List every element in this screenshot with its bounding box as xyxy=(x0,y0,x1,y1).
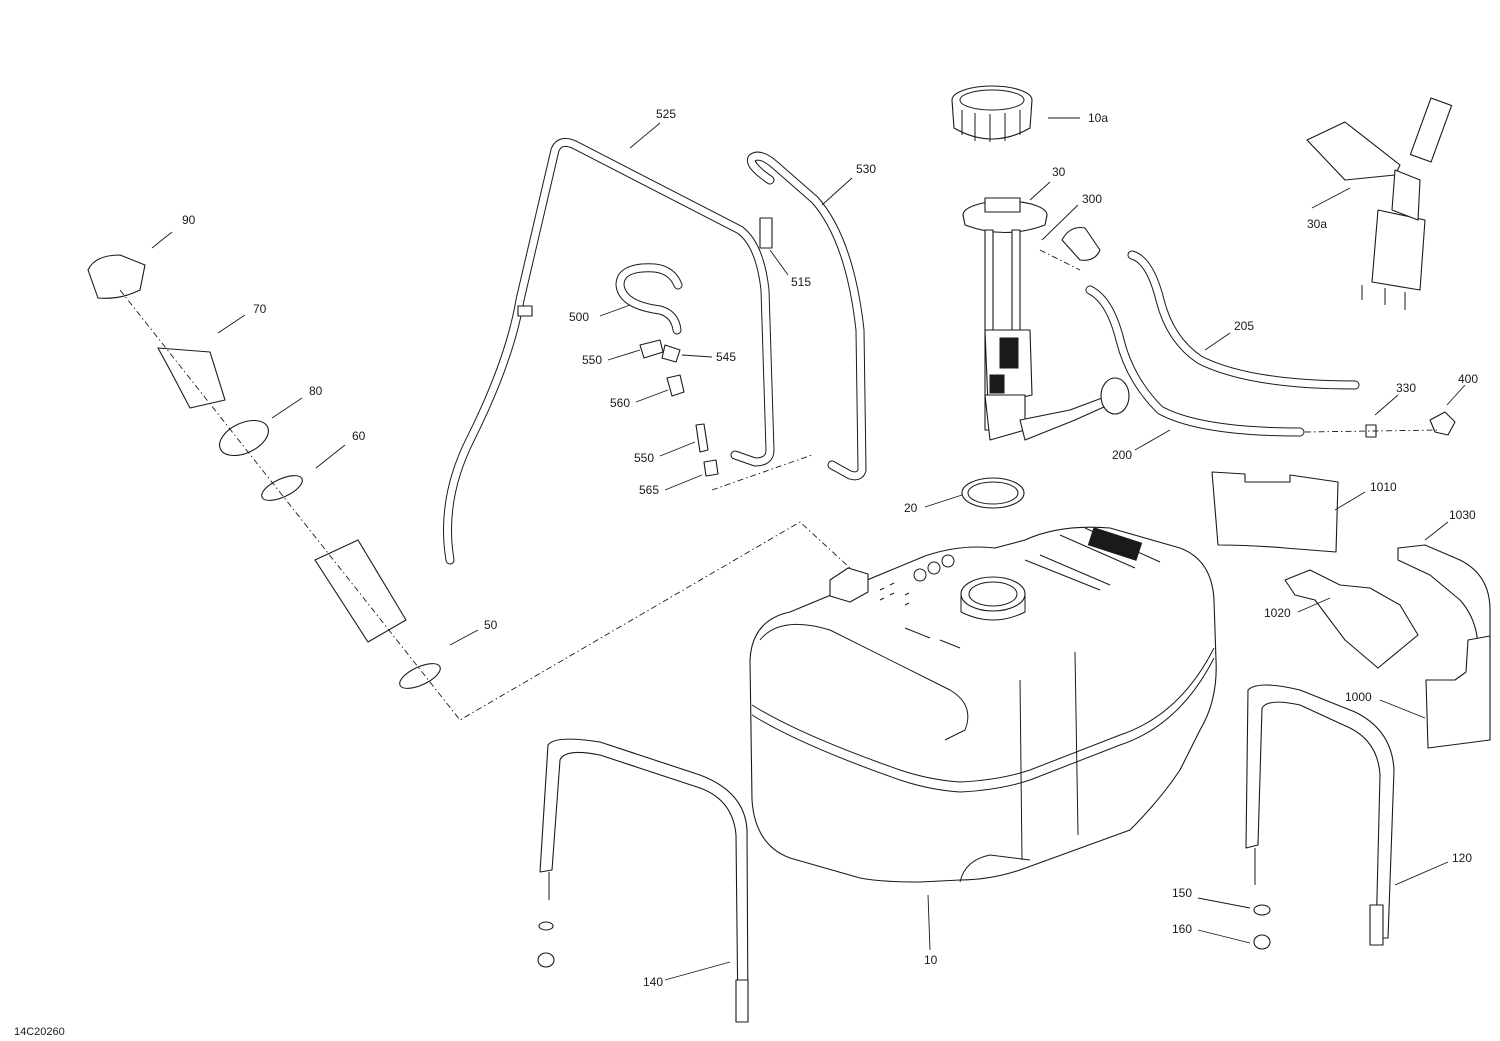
callout-120: 120 xyxy=(1452,851,1472,865)
callout-545: 545 xyxy=(716,350,736,364)
callout-300: 300 xyxy=(1082,192,1102,206)
tank-strap-left xyxy=(537,738,749,1023)
fuel-pump-seal xyxy=(961,477,1025,509)
callout-550-lower: 550 xyxy=(634,451,654,465)
filler-clamp-50 xyxy=(399,663,441,689)
heat-shield-1020 xyxy=(1284,569,1419,669)
fuel-hose-205 xyxy=(1127,250,1360,390)
callout-70: 70 xyxy=(253,302,267,316)
callout-150: 150 xyxy=(1172,886,1192,900)
filler-neck xyxy=(157,347,226,409)
callout-1010: 1010 xyxy=(1370,480,1397,494)
callout-160: 160 xyxy=(1172,922,1192,936)
callout-530: 530 xyxy=(856,162,876,176)
vent-hose-500 xyxy=(615,263,683,335)
vent-hose-525 xyxy=(443,137,775,565)
leader-lines xyxy=(151,117,1466,981)
callout-10: 10 xyxy=(924,953,938,967)
callout-205: 205 xyxy=(1234,319,1254,333)
tank-strap-right xyxy=(1245,684,1395,950)
assembly-lines xyxy=(119,249,1081,721)
callout-200: 200 xyxy=(1112,448,1132,462)
callout-525: 525 xyxy=(656,107,676,121)
callout-140: 140 xyxy=(643,975,663,989)
callout-1000: 1000 xyxy=(1345,690,1372,704)
filler-hose-tube xyxy=(314,539,407,643)
barcode-label xyxy=(1087,527,1143,561)
callout-60: 60 xyxy=(352,429,366,443)
heat-shield-1010 xyxy=(1211,471,1339,553)
filler-nut xyxy=(219,419,269,457)
callout-565: 565 xyxy=(639,483,659,497)
callout-50: 50 xyxy=(484,618,498,632)
fuel-pump-module xyxy=(962,197,1130,441)
fuel-pump-lock-ring xyxy=(951,85,1033,142)
callout-labels: 10a 30 300 30a 525 530 515 500 545 550 5… xyxy=(14,107,1478,1038)
callout-560: 560 xyxy=(610,396,630,410)
fuel-pump-assembly-30a xyxy=(1306,97,1453,310)
callout-1030: 1030 xyxy=(1449,508,1476,522)
callout-20: 20 xyxy=(904,501,918,515)
callout-515: 515 xyxy=(791,275,811,289)
callout-1020: 1020 xyxy=(1264,606,1291,620)
callout-30a: 30a xyxy=(1307,217,1327,231)
vent-fittings xyxy=(639,339,719,477)
vent-hose-530 xyxy=(746,151,867,481)
filter-300 xyxy=(1061,226,1101,261)
callout-30: 30 xyxy=(1052,165,1066,179)
callout-400: 400 xyxy=(1458,372,1478,386)
callout-80: 80 xyxy=(309,384,323,398)
callout-500: 500 xyxy=(569,310,589,324)
callout-330: 330 xyxy=(1396,381,1416,395)
callout-90: 90 xyxy=(182,213,196,227)
heat-shield-1000 xyxy=(1425,635,1491,749)
fuel-tank xyxy=(749,526,1217,883)
fuel-hose-200 xyxy=(1085,285,1305,437)
callout-10a: 10a xyxy=(1088,111,1108,125)
filler-clamp-60 xyxy=(261,475,303,501)
filler-cap xyxy=(87,254,146,299)
callout-550-upper: 550 xyxy=(582,353,602,367)
figure-reference: 14C20260 xyxy=(14,1026,65,1038)
fuel-connector xyxy=(1304,411,1456,438)
